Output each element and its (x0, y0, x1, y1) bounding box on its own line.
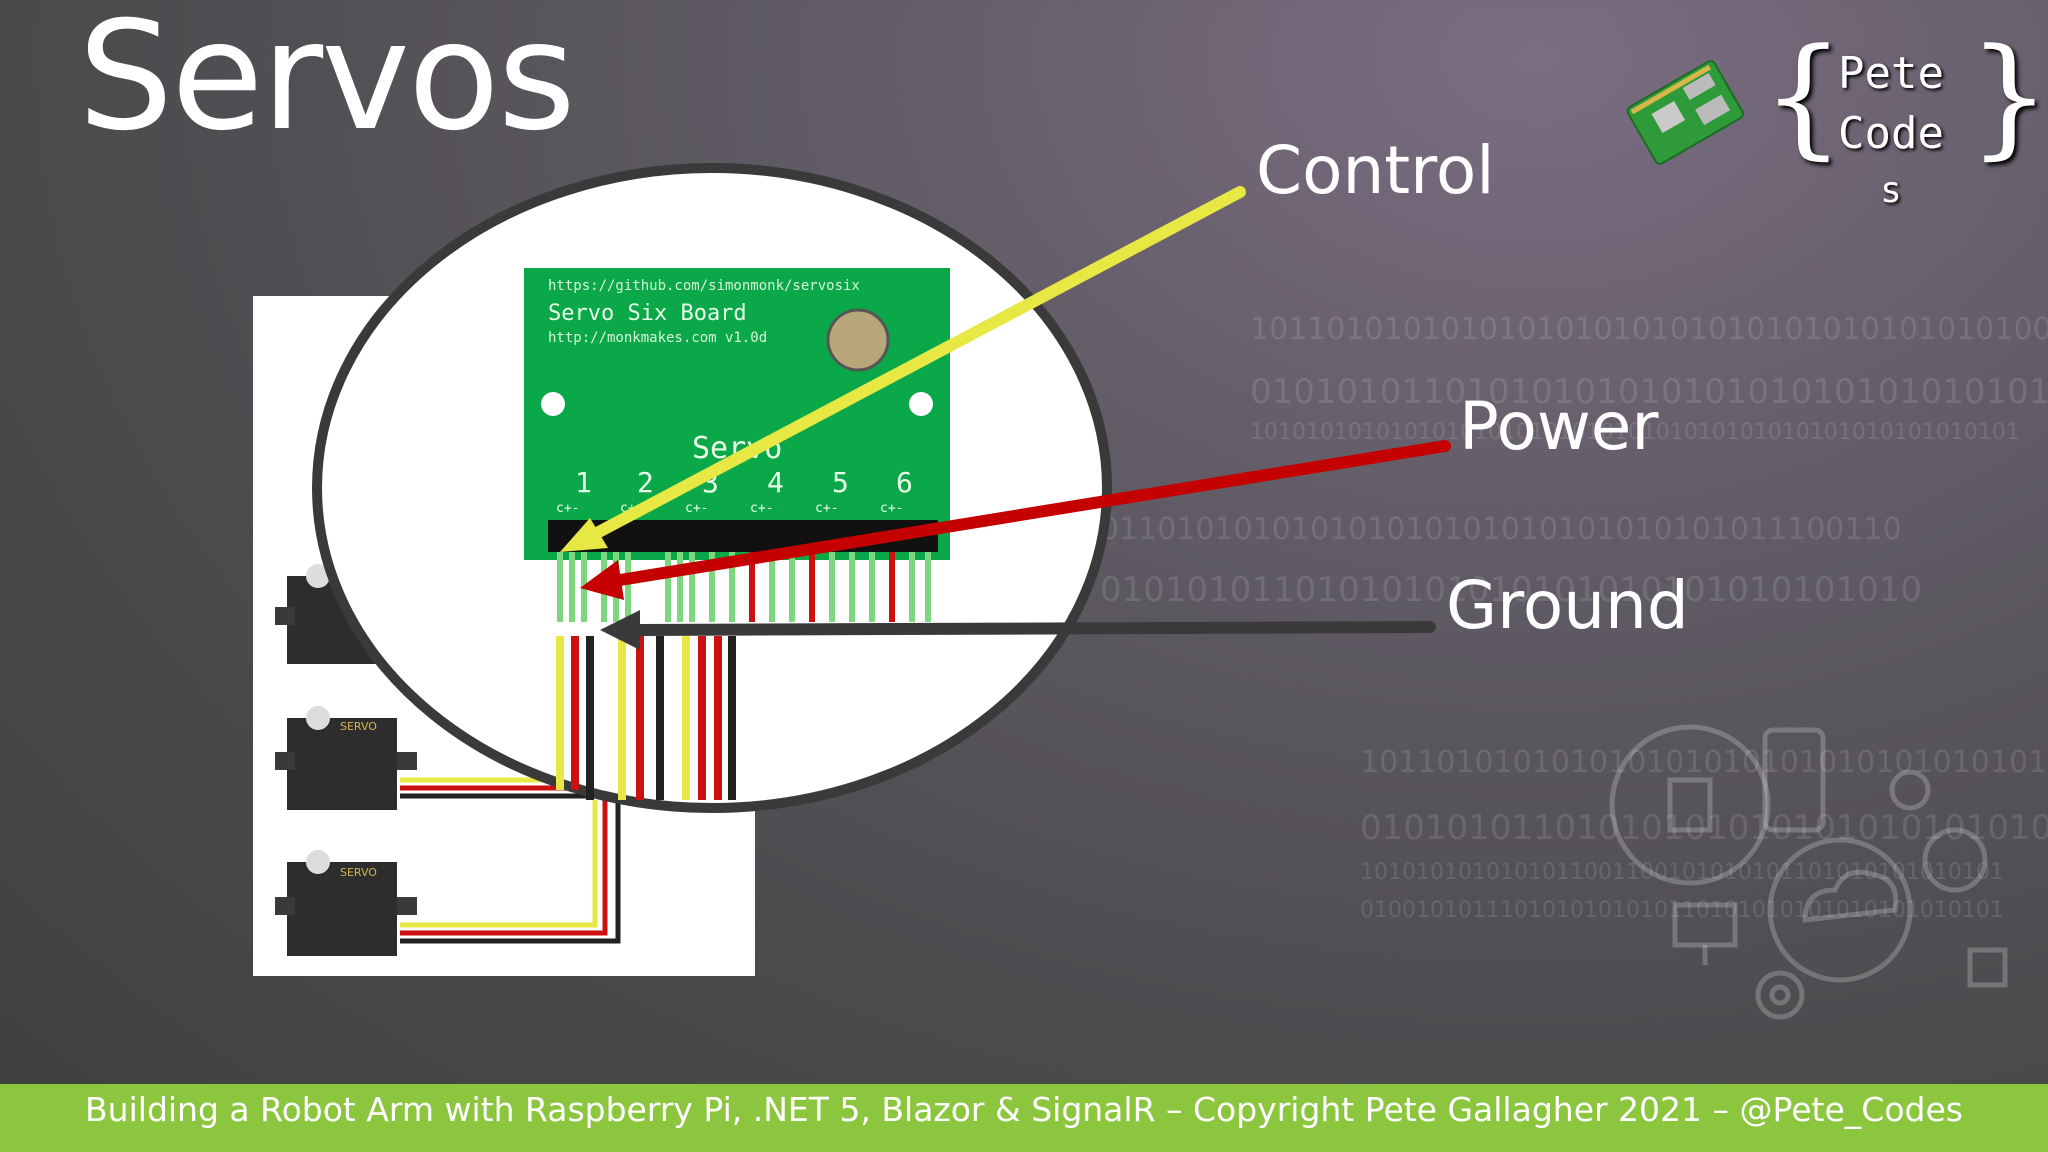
servo-label: SERVO (340, 866, 377, 879)
board-url-2: http://monkmakes.com v1.0d (548, 330, 767, 346)
board-buzzer (826, 308, 890, 372)
monitor-icon (1672, 902, 1738, 948)
pin-sub: c+- (750, 501, 773, 516)
image-icon (1967, 947, 2008, 988)
power-label: Power (1459, 388, 1659, 465)
servo-label: SERVO (340, 720, 377, 733)
cloud-circle-icon (1767, 837, 1913, 983)
phone-icon (1762, 727, 1826, 833)
control-arrow (560, 186, 1246, 552)
board-pin-numbers: 1 2 3 4 5 6 (575, 466, 913, 499)
board-url-1: https://github.com/simonmonk/servosix (548, 278, 860, 294)
gear-icon (1755, 970, 1805, 1020)
servo-motor: SERVO (275, 850, 417, 956)
control-label: Control (1256, 132, 1495, 209)
binary-decoration: 0100101011101010101010110101010101010101… (1360, 898, 2004, 923)
pin-number: 5 (832, 466, 849, 499)
binary-decoration: 1011010101010101010101010101010101010110… (1360, 745, 2048, 780)
mounting-hole (541, 392, 565, 416)
lightbulb-icon (1889, 769, 1931, 811)
ground-arrow (600, 610, 1436, 650)
tech-icons-decoration (1609, 724, 2008, 1020)
logo-right-brace: } (1968, 20, 2048, 172)
raspberry-pi-icon (1626, 60, 1744, 165)
binary-decoration: 1010101010101011001100101010101101010101… (1360, 860, 2004, 885)
slide-title: Servos (78, 0, 576, 164)
logo-line-3: s (1880, 170, 1902, 211)
binary-decoration: 0101010110101010101010101010101010101 (1360, 808, 2048, 848)
pin-number: 2 (637, 466, 654, 499)
pin-number: 6 (896, 466, 913, 499)
pin-sub: c+- (815, 501, 838, 516)
office-icon (1609, 724, 1771, 886)
binary-decoration: 0110101010101010101010101010101010111001… (1100, 512, 1900, 547)
binary-decoration: 0101010110101010101010101010101010101010… (1250, 372, 2048, 412)
board-name: Servo Six Board (548, 301, 747, 326)
logo-line-2: Code (1838, 108, 1944, 159)
pin-number: 1 (575, 466, 592, 499)
pin-number: 4 (767, 466, 784, 499)
logo-line-1: Pete (1838, 48, 1944, 99)
servo-motor: SERVO (275, 706, 417, 810)
mounting-hole (909, 392, 933, 416)
binary-decoration: 0101010110101010101010101010101010101010… (1100, 570, 1920, 610)
logo-left-brace: { (1762, 20, 1845, 172)
pin-sub: c+- (556, 501, 579, 516)
binary-decoration: 1011010101010101010101010101010101010101… (1250, 312, 2048, 347)
upload-cloud-icon (1922, 827, 1988, 893)
power-arrow (580, 440, 1451, 600)
ground-label: Ground (1446, 567, 1689, 644)
binary-decoration: 1010101010101010101010101010101010101010… (1250, 420, 2020, 445)
pin-sub: c+- (880, 501, 903, 516)
pin-sub: c+- (685, 501, 708, 516)
footer-bar: Building a Robot Arm with Raspberry Pi, … (0, 1084, 2048, 1152)
lens-cables (556, 636, 736, 800)
